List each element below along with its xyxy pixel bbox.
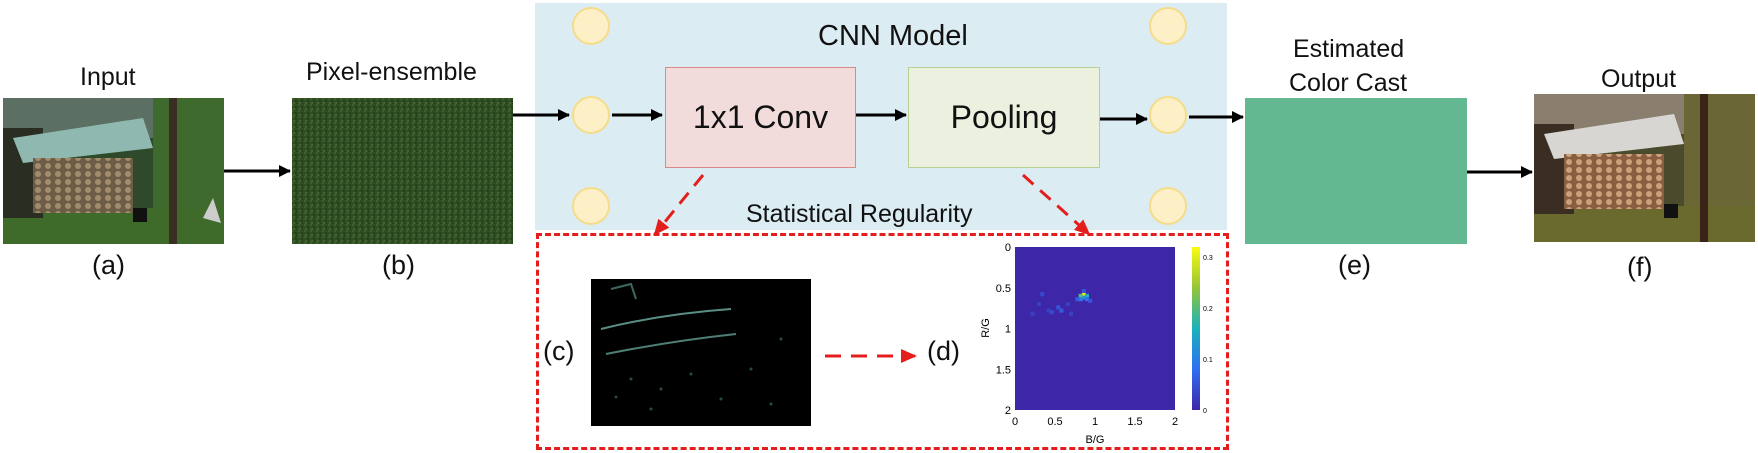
heatmap-cell [1081,292,1086,297]
colorbar-tick-label: 0 [1203,408,1207,415]
heatmap-cell [1075,297,1080,302]
conv-block: 1x1 Conv [665,67,856,168]
heatmap-plot-area [1015,247,1175,410]
caption-a: (a) [92,250,125,280]
color-cast-title-line2: Color Cast [1289,69,1408,97]
heatmap-xlabel: B/G [1086,434,1105,446]
cnn-model-title: CNN Model [818,20,968,52]
colorbar-tick-label: 0.1 [1203,357,1213,364]
heatmap-cell [1081,295,1086,300]
heatmap-xtick-label: 0.5 [1047,416,1062,428]
heatmap-xtick-label: 2 [1172,416,1178,428]
output-node-bottom [1149,187,1187,225]
pixel-ensemble-title: Pixel-ensemble [306,58,477,86]
colorbar-tick-label: 0.3 [1203,255,1213,262]
heatmap-cell [1078,293,1083,298]
heatmap-cell [1056,305,1061,310]
output-title: Output [1601,65,1677,93]
caption-c: (c) [543,336,575,366]
pooling-label: Pooling [950,99,1058,135]
output-node-top [1149,7,1187,45]
input-node-top [572,7,610,45]
pooling-block: Pooling [908,67,1100,168]
heatmap-cell [1049,310,1054,315]
color-cast-title-line1: Estimated [1293,35,1405,63]
caption-e: (e) [1338,250,1371,280]
input-node-bottom [572,187,610,225]
heatmap-cell [1078,297,1083,302]
heatmap-cell [1088,298,1093,303]
statistical-regularity-box [536,233,1229,450]
heatmap-ytick-label: 1.5 [996,364,1011,376]
estimated-color-cast-swatch [1245,98,1467,244]
colorbar-tick-label: 0.2 [1203,306,1213,313]
input-title: Input [80,63,136,91]
heatmap-cell [1069,311,1073,316]
heatmap-cell [1040,292,1045,297]
output-node-middle [1149,96,1187,134]
heatmap-cell [1046,308,1051,313]
conv-label: 1x1 Conv [692,99,829,135]
dashed-arrow-conv-to-c [653,174,705,236]
heatmap-cell [1081,288,1086,294]
caption-f: (f) [1627,252,1653,282]
heatmap-ylabel: R/G [980,318,992,338]
heatmap-colorbar [1192,247,1200,410]
input-image [3,98,224,244]
heatmap-ytick-label: 2 [1005,405,1011,417]
heatmap-ytick-label: 0.5 [996,283,1011,295]
output-image [1534,94,1755,242]
heatmap-cell [1085,293,1089,298]
statistical-regularity-title: Statistical Regularity [746,200,973,228]
heatmap-cell [1059,308,1064,313]
dashed-arrow-pooling-to-d [1022,173,1091,236]
heatmap-ytick-label: 1 [1005,324,1011,336]
heatmap-xtick-label: 1.5 [1127,416,1142,428]
input-node-middle [572,96,610,134]
heatmap-cell [1030,311,1035,316]
rg-bg-heatmap: 0 0.5 1 1.5 2 0 0.5 1 1.5 2 R/G B/G 0 0.1 0.2 0.3 [980,242,1213,446]
heatmap-cell [1037,302,1041,307]
heatmap-xtick-label: 1 [1092,416,1098,428]
caption-b: (b) [382,250,415,280]
heatmap-ytick-label: 0 [1005,242,1011,254]
masked-pixel-image [591,279,811,426]
heatmap-xtick-label: 0 [1012,416,1018,428]
heatmap-cell [1085,297,1089,302]
heatmap-cell [1065,302,1070,307]
pixel-ensemble-image [292,98,513,244]
caption-d: (d) [927,336,960,366]
